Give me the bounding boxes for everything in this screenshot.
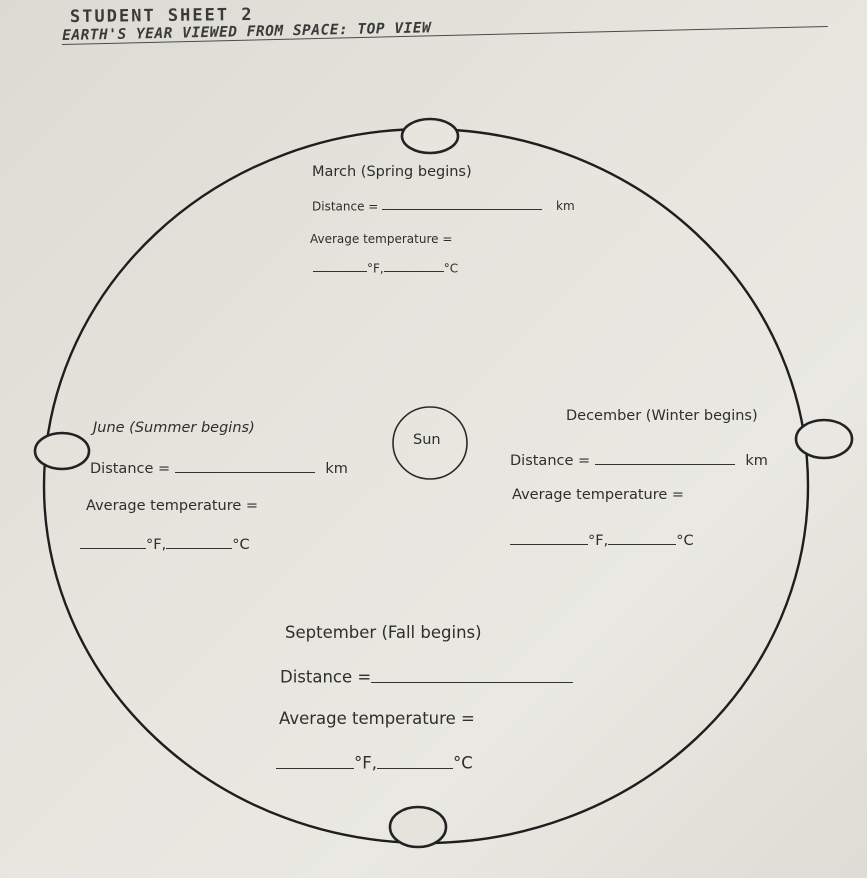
earth-september [388, 805, 448, 849]
december-distance-blank[interactable] [594, 450, 735, 465]
june-avg-temp-label: Average temperature = [86, 498, 259, 514]
earth-march [400, 117, 460, 155]
september-distance-label: Distance = [280, 667, 372, 687]
sun-label: Sun [413, 432, 441, 448]
june-celsius-blank[interactable] [166, 534, 233, 549]
september-celsius-blank[interactable] [377, 752, 453, 769]
june-temp-row: °F, °C [80, 534, 250, 553]
june-distance-blank[interactable] [174, 458, 315, 473]
june-fahrenheit-blank[interactable] [80, 534, 146, 549]
september-avg-temp-label: Average temperature = [279, 709, 475, 728]
march-heading: March (Spring begins) [312, 164, 472, 180]
earth-december [794, 418, 854, 460]
december-temp-row: °F, °C [510, 530, 694, 549]
june-c-unit: °C [232, 536, 250, 553]
march-distance-row: Distance = km [312, 198, 575, 213]
december-fahrenheit-blank[interactable] [510, 530, 588, 545]
march-distance-blank[interactable] [382, 198, 543, 211]
september-heading: September (Fall begins) [285, 623, 482, 642]
earth-june [33, 431, 91, 471]
september-fahrenheit-blank[interactable] [276, 752, 354, 769]
march-fahrenheit-blank[interactable] [313, 260, 367, 273]
march-distance-label: Distance = [312, 199, 379, 214]
march-f-unit: °F, [367, 261, 384, 276]
sun-circle [392, 406, 468, 480]
december-celsius-blank[interactable] [608, 530, 677, 545]
september-distance-row: Distance = [280, 666, 574, 687]
march-distance-unit: km [556, 199, 575, 214]
june-distance-unit: km [325, 460, 348, 477]
december-distance-row: Distance = km [510, 450, 768, 469]
september-f-unit: °F, [354, 753, 377, 773]
september-temp-row: °F, °C [276, 752, 473, 773]
march-temp-row: °F, °C [313, 260, 458, 275]
december-c-unit: °C [676, 532, 694, 549]
december-distance-label: Distance = [510, 452, 591, 469]
september-c-unit: °C [453, 753, 473, 773]
march-c-unit: °C [443, 261, 459, 276]
june-distance-row: Distance = km [90, 458, 348, 477]
september-distance-blank[interactable] [371, 666, 574, 683]
march-avg-temp-label: Average temperature = [310, 232, 453, 246]
december-heading: December (Winter begins) [566, 408, 758, 424]
june-f-unit: °F, [146, 536, 167, 553]
june-heading: June (Summer begins) [93, 420, 255, 436]
march-celsius-blank[interactable] [383, 260, 444, 273]
december-f-unit: °F, [588, 532, 609, 549]
december-distance-unit: km [745, 452, 768, 469]
december-avg-temp-label: Average temperature = [512, 487, 685, 503]
june-distance-label: Distance = [90, 460, 171, 477]
